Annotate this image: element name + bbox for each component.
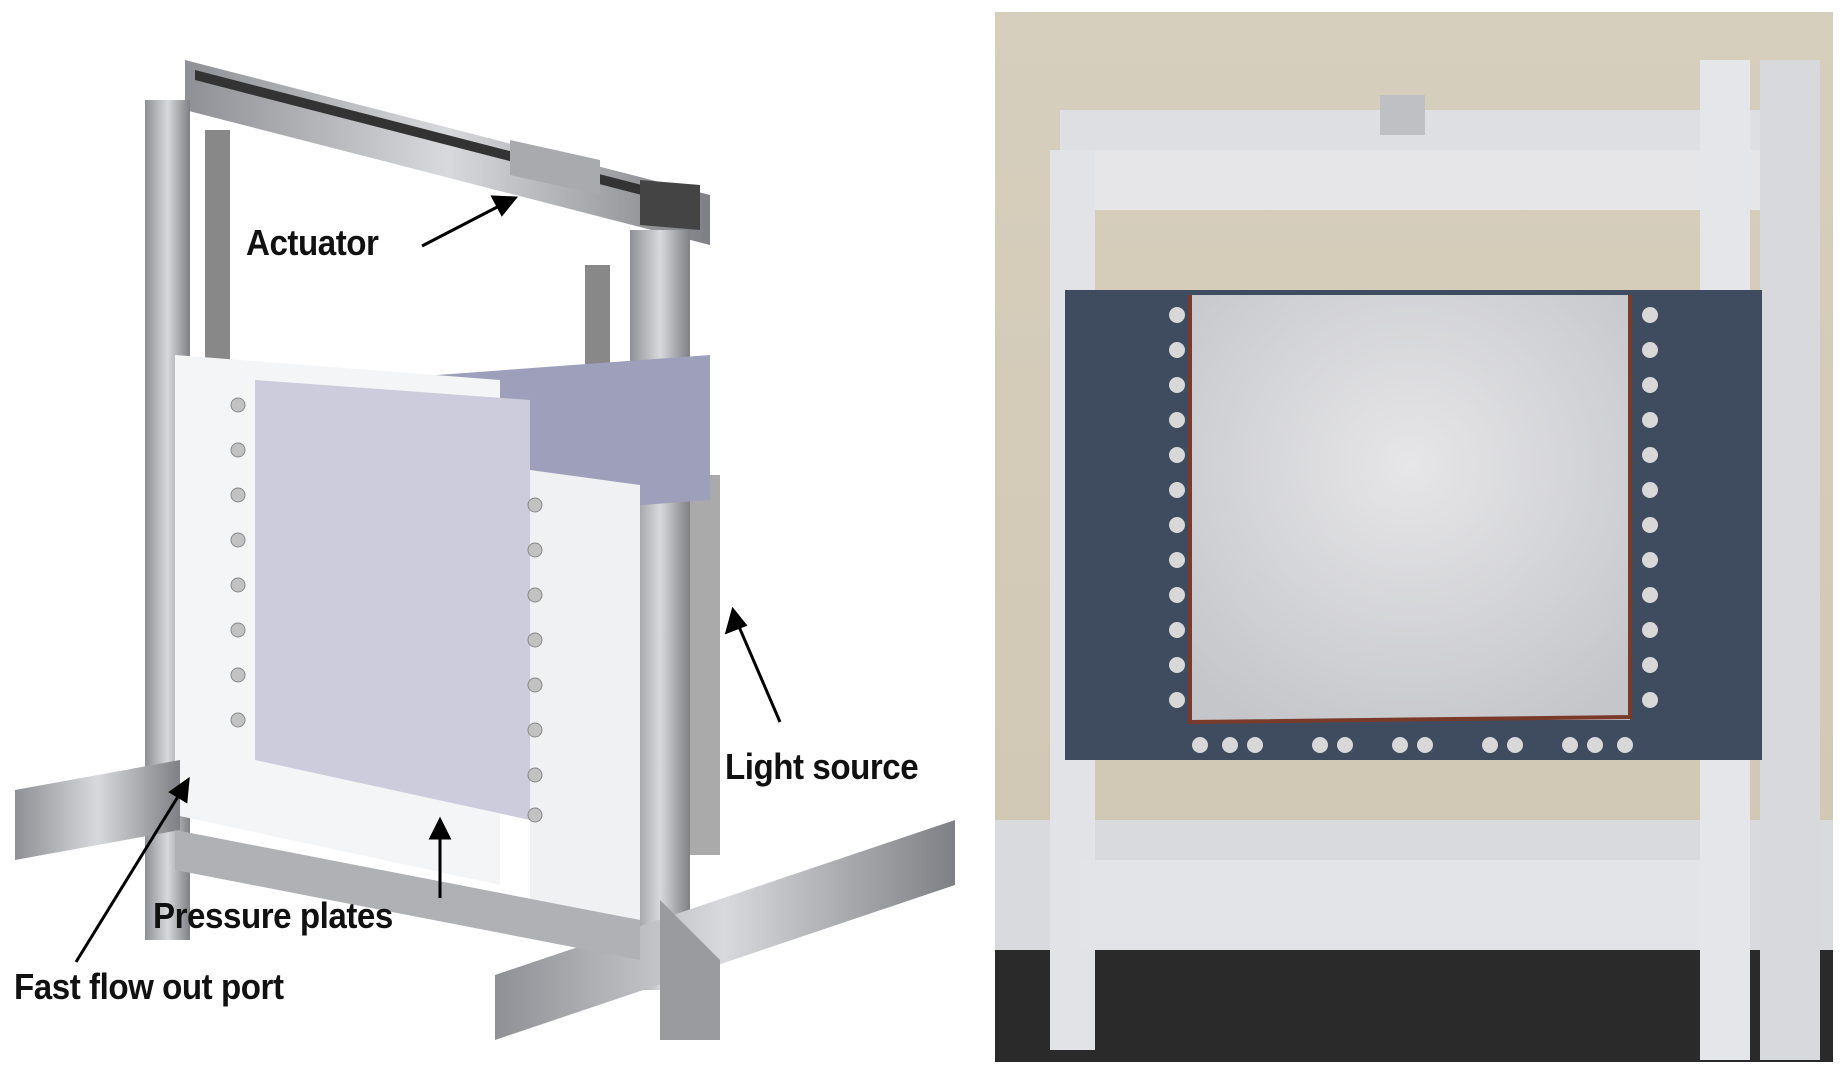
- actuator-carriage: [510, 140, 600, 195]
- label-light-source: Light source: [725, 746, 919, 787]
- bolts: [230, 397, 543, 823]
- photo: [995, 12, 1833, 1062]
- pressure-plate-photo: [1065, 290, 1762, 760]
- fast-flow-arrow: [74, 789, 184, 963]
- label-pressure-plates: Pressure plates: [153, 895, 393, 936]
- label-fast-flow-out-port: Fast flow out port: [14, 966, 284, 1007]
- photo-bolts: [1169, 307, 1658, 753]
- light-source-arrow: [735, 621, 782, 723]
- callout-arrows: [74, 195, 782, 963]
- actuator-arrow: [421, 201, 506, 248]
- frame-cad: [15, 60, 955, 1040]
- light-source-cad: [690, 475, 720, 855]
- label-actuator: Actuator: [246, 222, 379, 263]
